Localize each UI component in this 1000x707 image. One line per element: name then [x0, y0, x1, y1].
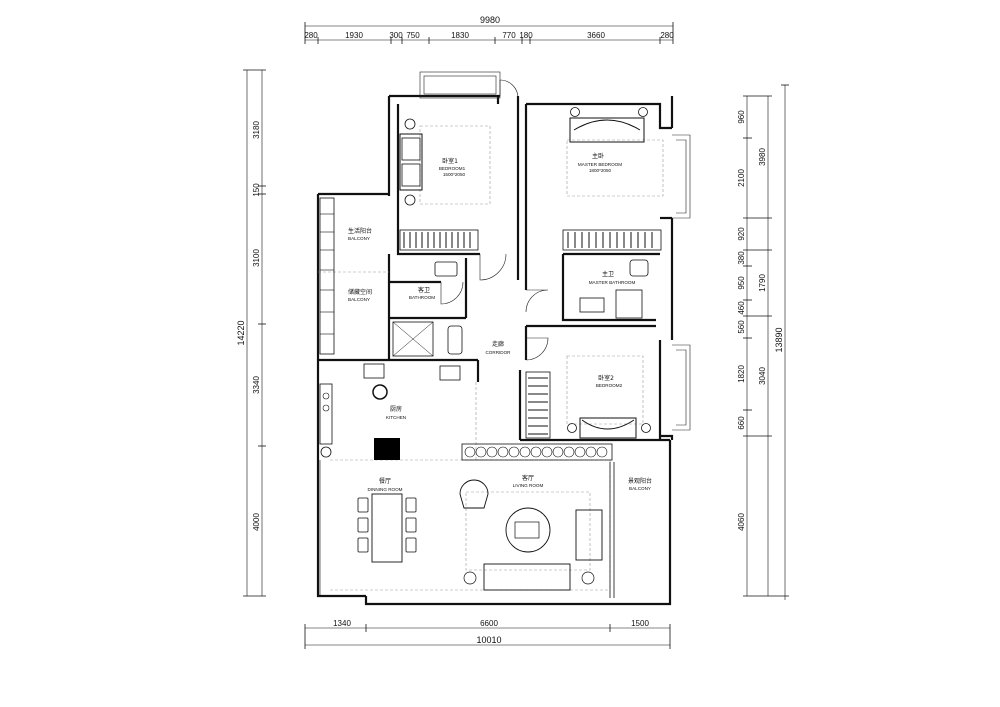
right-dimensions: 960 2100 920 380 950 460 560 1820 660 39…	[737, 84, 789, 600]
dim-right-outer: 3980	[758, 148, 767, 166]
bed-bedroom1	[399, 118, 423, 206]
label-bedroom1-cn: 卧室1	[442, 157, 458, 165]
label-master-size: 1800*2050	[589, 168, 612, 173]
room-labels: 卧室1 BEDROOM1 1500*2050 主卧 MASTER BEDROOM…	[348, 152, 652, 492]
living-furniture	[459, 479, 603, 591]
dim-right-inner: 380	[737, 251, 746, 265]
dim-right-inner: 920	[737, 227, 746, 241]
dim-top-total: 9980	[480, 15, 500, 25]
kitchen-fixtures	[319, 363, 461, 460]
label-master-cn: 主卧	[592, 152, 604, 160]
label-view-balcony-cn: 景观阳台	[628, 477, 652, 485]
label-corridor-cn: 走廊	[492, 340, 504, 348]
dining-table	[357, 493, 417, 563]
label-bedroom2-en: BEDROOM2	[596, 383, 623, 388]
dim-top-seg: 750	[406, 31, 420, 40]
dim-bottom-total: 10010	[476, 635, 501, 645]
dim-right-inner: 460	[737, 301, 746, 315]
dim-top-seg: 3660	[587, 31, 605, 40]
top-dimensions: 9980 280 1930 300 750 1830 770 180 3660 …	[304, 15, 674, 44]
dim-right-outer: 1790	[758, 274, 767, 292]
bottom-dimensions: 1340 6600 1500 10010	[304, 619, 671, 649]
dim-bottom-seg: 6600	[480, 619, 498, 628]
dim-right-inner: 660	[737, 416, 746, 430]
dim-right-outer: 3040	[758, 367, 767, 385]
label-utility-balcony-cn: 生活阳台	[348, 227, 372, 235]
label-kitchen-en: KITCHEN	[386, 415, 406, 420]
label-living-en: LIVING ROOM	[513, 483, 544, 488]
dim-right-inner: 2100	[737, 169, 746, 187]
dim-top-seg: 770	[502, 31, 516, 40]
dim-left-seg: 3340	[252, 376, 261, 394]
dim-left-seg: 3100	[252, 249, 261, 267]
dim-right-inner: 950	[737, 276, 746, 290]
balcony-glazing	[319, 460, 615, 598]
dim-bottom-seg: 1340	[333, 619, 351, 628]
structural-column	[374, 438, 400, 460]
label-guest-bath-cn: 客卫	[418, 286, 430, 294]
dim-left-seg: 4000	[252, 513, 261, 531]
dim-right-inner: 560	[737, 320, 746, 334]
label-master-en: MASTER BEDROOM	[578, 162, 622, 167]
label-bedroom1-en: BEDROOM1	[439, 166, 466, 171]
interior-walls	[387, 104, 660, 360]
dim-top-seg: 280	[304, 31, 318, 40]
dim-left-seg: 150	[252, 183, 261, 197]
label-master-bath-en: MASTER BATHROOM	[589, 280, 636, 285]
label-dining-en: DINNING ROOM	[368, 487, 403, 492]
label-guest-bath-en: BATHROOM	[409, 295, 435, 300]
label-bedroom1-size: 1500*2050	[443, 172, 466, 177]
dim-right-inner: 960	[737, 110, 746, 124]
label-utility-balcony-en: BALCONY	[348, 236, 370, 241]
dim-top-seg: 180	[519, 31, 533, 40]
label-master-bath-cn: 主卫	[602, 270, 614, 278]
label-bedroom2-cn: 卧室2	[598, 374, 614, 382]
label-view-balcony-en: BALCONY	[629, 486, 651, 491]
doors	[440, 79, 549, 361]
bathroom-fixtures	[392, 259, 649, 357]
dim-right-outer: 4060	[737, 513, 746, 531]
dim-right-total: 13890	[774, 327, 784, 352]
label-storage-cn: 储藏空间	[348, 288, 372, 296]
dim-top-seg: 300	[389, 31, 403, 40]
dim-right-inner: 1820	[737, 365, 746, 383]
label-storage-en: BALCONY	[348, 297, 370, 302]
bed-bedroom2	[567, 417, 651, 439]
dim-bottom-seg: 1500	[631, 619, 649, 628]
dim-left-total: 14220	[236, 320, 246, 345]
label-living-cn: 客厅	[522, 474, 534, 482]
bed-master	[569, 107, 648, 143]
wardrobes	[319, 197, 662, 439]
exterior-walls	[316, 94, 674, 606]
label-kitchen-cn: 厨房	[390, 405, 402, 413]
bay-windows	[419, 71, 691, 431]
label-dining-cn: 餐厅	[379, 477, 391, 485]
label-corridor-en: CORRIDOR	[485, 350, 511, 355]
dim-top-seg: 1930	[345, 31, 363, 40]
dim-left-seg: 3180	[252, 121, 261, 139]
dim-top-seg: 1830	[451, 31, 469, 40]
stone-band	[461, 443, 613, 461]
dim-top-seg: 280	[660, 31, 674, 40]
left-dimensions: 14220 3180 150 3100 3340 4000	[236, 69, 266, 597]
zone-dashes	[318, 125, 664, 591]
